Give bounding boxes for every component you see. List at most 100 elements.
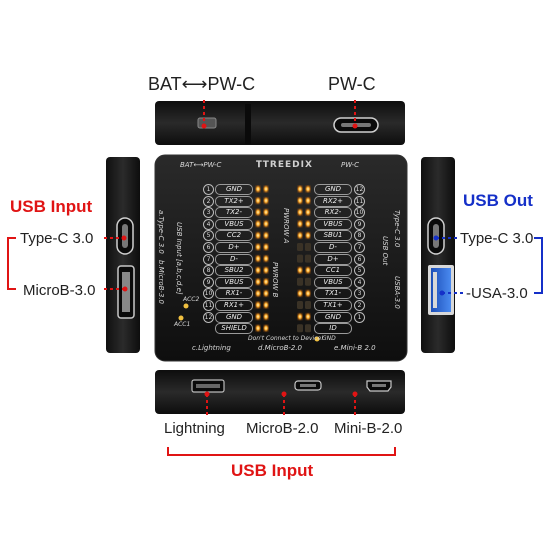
pin-name: TX2-: [215, 207, 253, 219]
callout-pwc: PW-C: [328, 74, 376, 94]
pin-name: VBUS: [314, 218, 352, 230]
pin-name: GND: [215, 184, 253, 195]
status-led: [255, 277, 261, 286]
status-led: [297, 301, 303, 309]
gnd-led: [314, 336, 320, 342]
callout-usb-out: USB Out: [463, 191, 533, 210]
pin-number: 4: [203, 218, 214, 230]
panel-left-typec: a.Type-C 3.0: [157, 210, 165, 254]
bottom-bracket: [167, 447, 396, 456]
pin-number: 9: [354, 218, 365, 230]
status-led: [255, 312, 261, 321]
status-led: [255, 196, 261, 205]
right-side-view: [421, 157, 455, 353]
status-led: [255, 324, 261, 333]
pin-number: 8: [203, 265, 214, 277]
status-led: [305, 196, 311, 205]
panel-pwc: PW-C: [341, 161, 360, 169]
panel-left-microb: b.MicroB-3.0: [157, 260, 165, 304]
left-side-view: [106, 157, 140, 353]
status-led: [263, 196, 269, 205]
pin-name: D-: [215, 253, 253, 265]
status-led: [263, 185, 269, 193]
panel-bottom-microb: d.MicroB-2.0: [258, 344, 302, 352]
top-side-view: [155, 101, 405, 145]
status-led: [297, 208, 303, 217]
status-led: [255, 301, 261, 309]
status-led: [255, 266, 261, 275]
status-led: [255, 254, 261, 263]
status-led: [305, 185, 311, 193]
status-led: [297, 254, 303, 263]
pin-name: TX1-: [314, 288, 352, 300]
panel-gnd: GND: [322, 335, 336, 342]
status-led: [263, 243, 269, 251]
panel-bottom-lightning: c.Lightning: [192, 344, 231, 352]
status-led: [297, 324, 303, 333]
pin-name: D+: [215, 242, 253, 253]
status-led: [305, 289, 311, 298]
callout-microb-2: MicroB-2.0: [246, 420, 319, 437]
status-led: [263, 324, 269, 333]
status-led: [255, 208, 261, 217]
pin-name: VBUS: [215, 218, 253, 230]
pin-number: 10: [203, 288, 214, 300]
status-led: [297, 243, 303, 251]
status-led: [305, 312, 311, 321]
pin-number: 3: [203, 207, 214, 219]
pin-number: 2: [354, 300, 365, 311]
brand-name: TREEDIX: [262, 160, 313, 170]
status-led: [255, 231, 261, 240]
status-led: [297, 289, 303, 298]
status-led: [297, 312, 303, 321]
status-led: [305, 277, 311, 286]
status-led: [255, 219, 261, 228]
status-led: [297, 196, 303, 205]
pin-name: SBU1: [314, 230, 352, 242]
pin-number: 7: [354, 242, 365, 253]
panel-brand: 𝐓TREEDIX: [256, 161, 313, 170]
callout-usb-input-bottom: USB Input: [231, 461, 314, 480]
pin-name: CC2: [215, 230, 253, 242]
status-led: [263, 254, 269, 263]
status-led: [305, 324, 311, 333]
pin-number: 1: [354, 311, 365, 323]
pin-number: 3: [354, 288, 365, 300]
callout-right-usba-text: USA-3.0: [471, 285, 528, 302]
panel-right-typec: Type-C 3.0: [393, 210, 401, 248]
pin-number: 6: [203, 242, 214, 253]
status-led: [297, 266, 303, 275]
status-led: [305, 254, 311, 263]
pin-number: 5: [354, 265, 365, 277]
pin-name: D+: [314, 253, 352, 265]
pin-name: VBUS: [314, 276, 352, 288]
usba-dash: -: [466, 285, 471, 302]
pin-name: RX2-: [314, 207, 352, 219]
panel-left-input: USB Input [a,b,c,d,e]: [175, 222, 183, 295]
left-bracket: [7, 237, 16, 290]
status-led: [263, 219, 269, 228]
pin-number: 9: [203, 276, 214, 288]
pin-name: RX1+: [215, 300, 253, 311]
pin-name: ID: [314, 323, 352, 335]
status-led: [305, 266, 311, 275]
panel-right-usbout: USB Out: [381, 236, 389, 266]
pin-name: CC1: [314, 265, 352, 277]
status-led: [305, 219, 311, 228]
pin-name: TX2+: [215, 195, 253, 207]
status-led: [297, 277, 303, 286]
pin-name: SBU2: [215, 265, 253, 277]
status-led: [263, 312, 269, 321]
red-connectors: [104, 100, 358, 418]
panel-acc1: ACC1: [174, 321, 191, 328]
status-led: [263, 266, 269, 275]
pin-number: 2: [203, 195, 214, 207]
bottom-side-view: [155, 370, 405, 414]
panel-bottom-minib: e.Mini-B 2.0: [334, 344, 376, 352]
pin-number: 11: [354, 195, 365, 207]
pin-name: SHIELD: [215, 323, 253, 335]
status-led: [263, 301, 269, 309]
pin-number: 7: [203, 253, 214, 265]
main-panel: [154, 154, 408, 362]
callout-bat-pwc: BAT⟷PW-C: [148, 74, 256, 94]
